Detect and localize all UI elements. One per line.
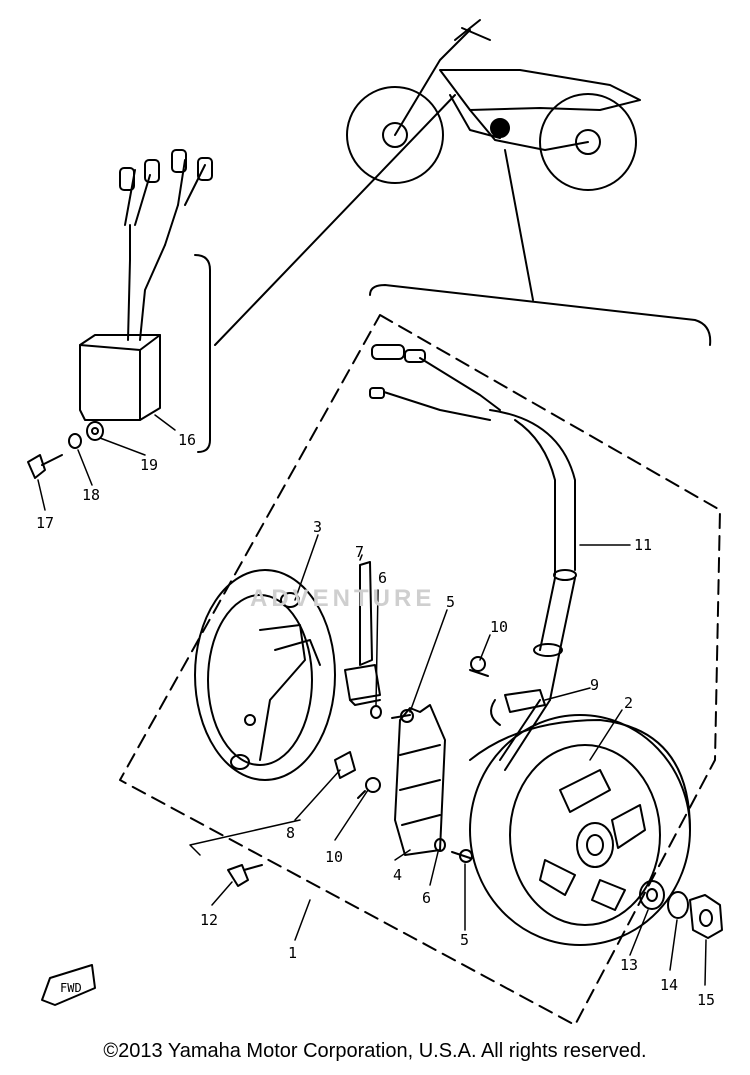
label-part-10a: 10 <box>490 618 508 636</box>
copyright-notice: ©2013 Yamaha Motor Corporation, U.S.A. A… <box>103 1040 647 1062</box>
label-part-19: 19 <box>140 456 158 474</box>
label-part-4: 4 <box>393 866 402 884</box>
lock-washer-14 <box>667 891 689 919</box>
clamp-9 <box>490 689 546 726</box>
bracket-cdi <box>194 254 211 453</box>
washer-6b <box>434 838 446 852</box>
label-part-14: 14 <box>660 976 678 994</box>
label-part-12: 12 <box>200 911 218 929</box>
fwd-label: FWD <box>60 981 82 995</box>
screw-10a <box>469 656 489 677</box>
assembly-outline <box>119 314 721 1026</box>
screw-5b <box>451 849 473 863</box>
label-leader-lines <box>37 414 707 986</box>
flywheel-rotor <box>469 714 691 946</box>
label-part-7: 7 <box>355 543 364 561</box>
label-part-16: 16 <box>178 431 196 449</box>
label-part-5a: 5 <box>446 593 455 611</box>
stator-plate <box>194 569 336 781</box>
label-part-1: 1 <box>288 944 297 962</box>
label-part-6b: 6 <box>422 889 431 907</box>
source-coil <box>394 704 446 856</box>
label-part-10b: 10 <box>325 848 343 866</box>
screw-5a <box>391 709 414 723</box>
leader-line-magneto <box>504 149 534 301</box>
label-part-3: 3 <box>313 518 322 536</box>
label-part-5b: 5 <box>460 931 469 949</box>
label-part-6a: 6 <box>378 569 387 587</box>
label-part-15: 15 <box>697 991 715 1009</box>
screw-10b <box>357 777 381 799</box>
label-part-8: 8 <box>286 824 295 842</box>
washer-18 <box>68 433 82 449</box>
cdi-unit <box>79 149 213 421</box>
fwd-arrow-icon: FWD <box>41 964 96 1006</box>
label-part-2: 2 <box>624 694 633 712</box>
nut-15 <box>689 894 723 939</box>
washer-6a <box>370 705 382 719</box>
watermark-text: ADVENTURE <box>250 585 436 612</box>
pulser-coil <box>344 561 381 706</box>
washer-13 <box>639 880 665 910</box>
bolt-17 <box>27 454 63 479</box>
motorcycle-illustration <box>346 19 641 191</box>
label-part-17: 17 <box>36 514 54 532</box>
part-labels: 3 7 6 5 11 10 9 2 8 10 4 6 5 12 1 13 14 … <box>36 431 715 1009</box>
bracket-magneto <box>369 284 712 346</box>
screw-12 <box>227 864 263 887</box>
label-part-18: 18 <box>82 486 100 504</box>
label-part-11: 11 <box>634 536 652 554</box>
washer-19 <box>86 421 104 441</box>
clamp-8 <box>334 751 356 779</box>
stator-harness <box>369 344 577 771</box>
label-part-13: 13 <box>620 956 638 974</box>
label-part-9: 9 <box>590 676 599 694</box>
leader-line-cdi <box>214 94 456 346</box>
